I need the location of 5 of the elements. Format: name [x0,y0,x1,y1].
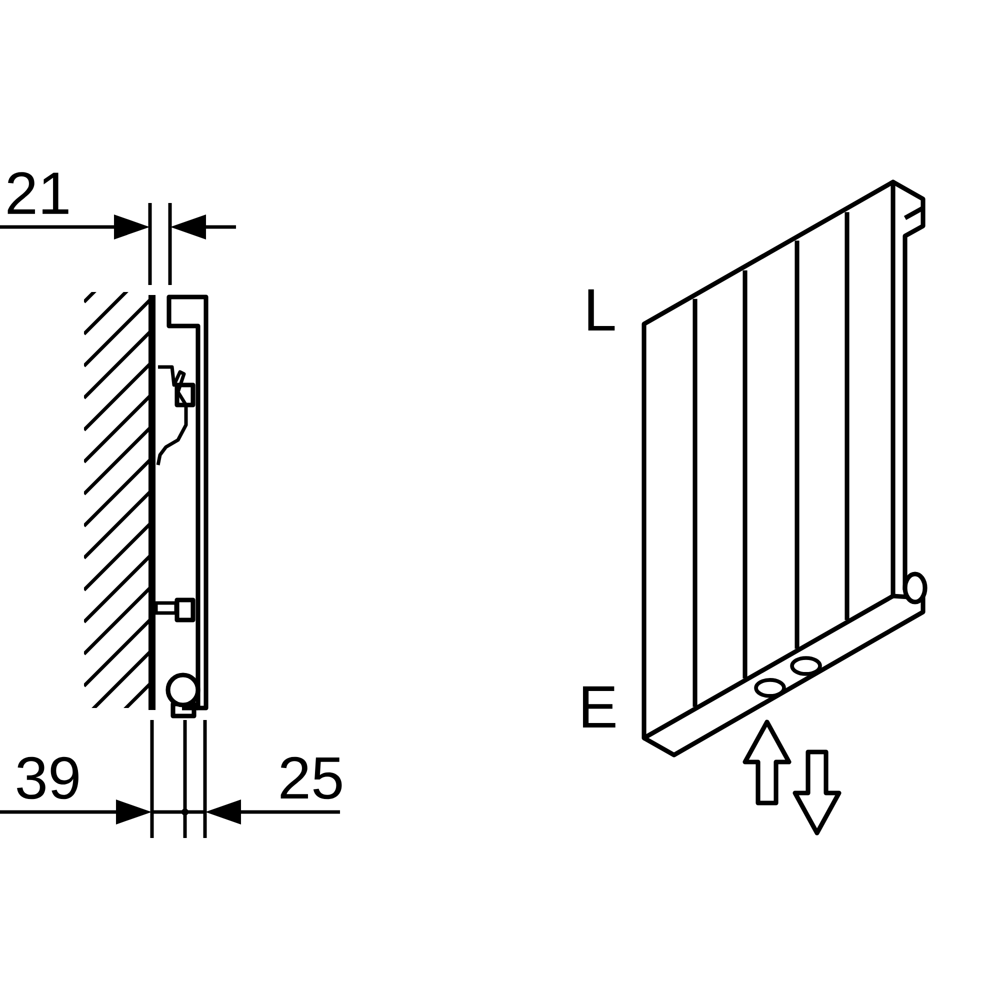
dimension-label: 25 [280,756,342,800]
connection-label: L [588,289,615,331]
connection-label: E [583,686,616,728]
dimension-label: 39 [17,756,78,800]
dimension-label: 21 [8,172,68,214]
